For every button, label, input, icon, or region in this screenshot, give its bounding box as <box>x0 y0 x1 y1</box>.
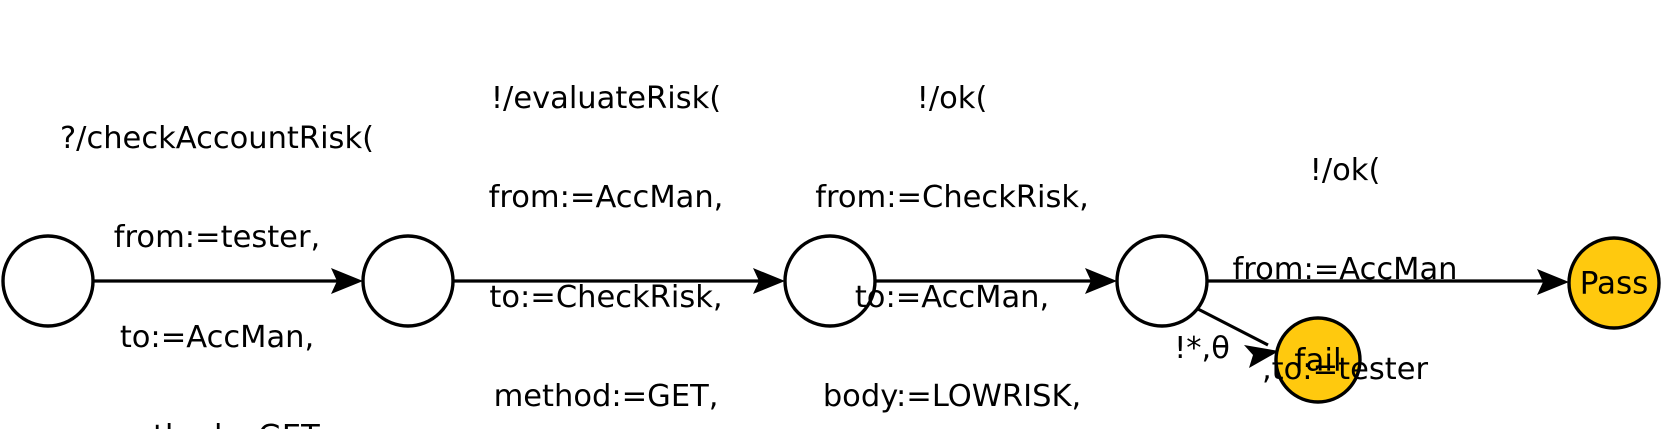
state-label-pass: Pass <box>1579 265 1649 302</box>
transition-label-t0-line-1: from:=tester, <box>113 220 321 256</box>
state-label-fail: fail <box>1294 342 1342 379</box>
transition-label-t1-line-2: to:=CheckRisk, <box>489 279 723 315</box>
state-node-s3[interactable] <box>1115 234 1209 328</box>
transition-label-t0: ?/checkAccountRisk( from:=tester, to:=Ac… <box>60 56 374 429</box>
state-node-s0[interactable] <box>1 234 95 328</box>
transition-label-t3-line-1: from:=AccMan <box>1232 252 1458 288</box>
edge-s3-pass[interactable] <box>1207 269 1569 295</box>
state-node-pass[interactable] <box>1567 236 1661 330</box>
transition-label-t0-line-2: to:=AccMan, <box>119 319 315 355</box>
transition-label-t2-line-1: from:=CheckRisk, <box>815 180 1089 216</box>
state-node-fail[interactable] <box>1274 316 1362 404</box>
transition-label-t1-line-0: !/evaluateRisk( <box>490 81 722 117</box>
transition-label-t1-line-1: from:=AccMan, <box>488 180 724 216</box>
edge-s3-fail[interactable] <box>1195 306 1279 368</box>
transition-label-t0-line-0: ?/checkAccountRisk( <box>59 121 375 157</box>
edge-s1-s2[interactable] <box>453 268 785 294</box>
transition-label-t3: !/ok( from:=AccMan ,to:=tester ,status:=… <box>1215 88 1474 429</box>
edge-s2-s3[interactable] <box>875 268 1117 294</box>
transition-label-t0-line-3: method:=GET, <box>60 420 374 429</box>
state-node-s2[interactable] <box>783 234 877 328</box>
transition-label-t2-line-3: body:=LOWRISK, <box>822 378 1082 414</box>
transition-label-t3-line-0: !/ok( <box>1309 153 1381 189</box>
transition-label-t1-line-3: method:=GET, <box>493 378 719 414</box>
transition-label-t3-line-2: ,to:=tester <box>1261 351 1429 387</box>
transition-label-t2: !/ok( from:=CheckRisk, to:=AccMan, body:… <box>815 16 1089 429</box>
state-node-s1[interactable] <box>361 234 455 328</box>
transition-label-t4: !*,θ <box>1174 330 1230 366</box>
transition-label-t1: !/evaluateRisk( from:=AccMan, to:=CheckR… <box>489 16 724 429</box>
transition-label-t2-line-0: !/ok( <box>916 81 988 117</box>
edge-s0-s1[interactable] <box>93 268 363 294</box>
transition-label-t2-line-2: to:=AccMan, <box>854 279 1050 315</box>
